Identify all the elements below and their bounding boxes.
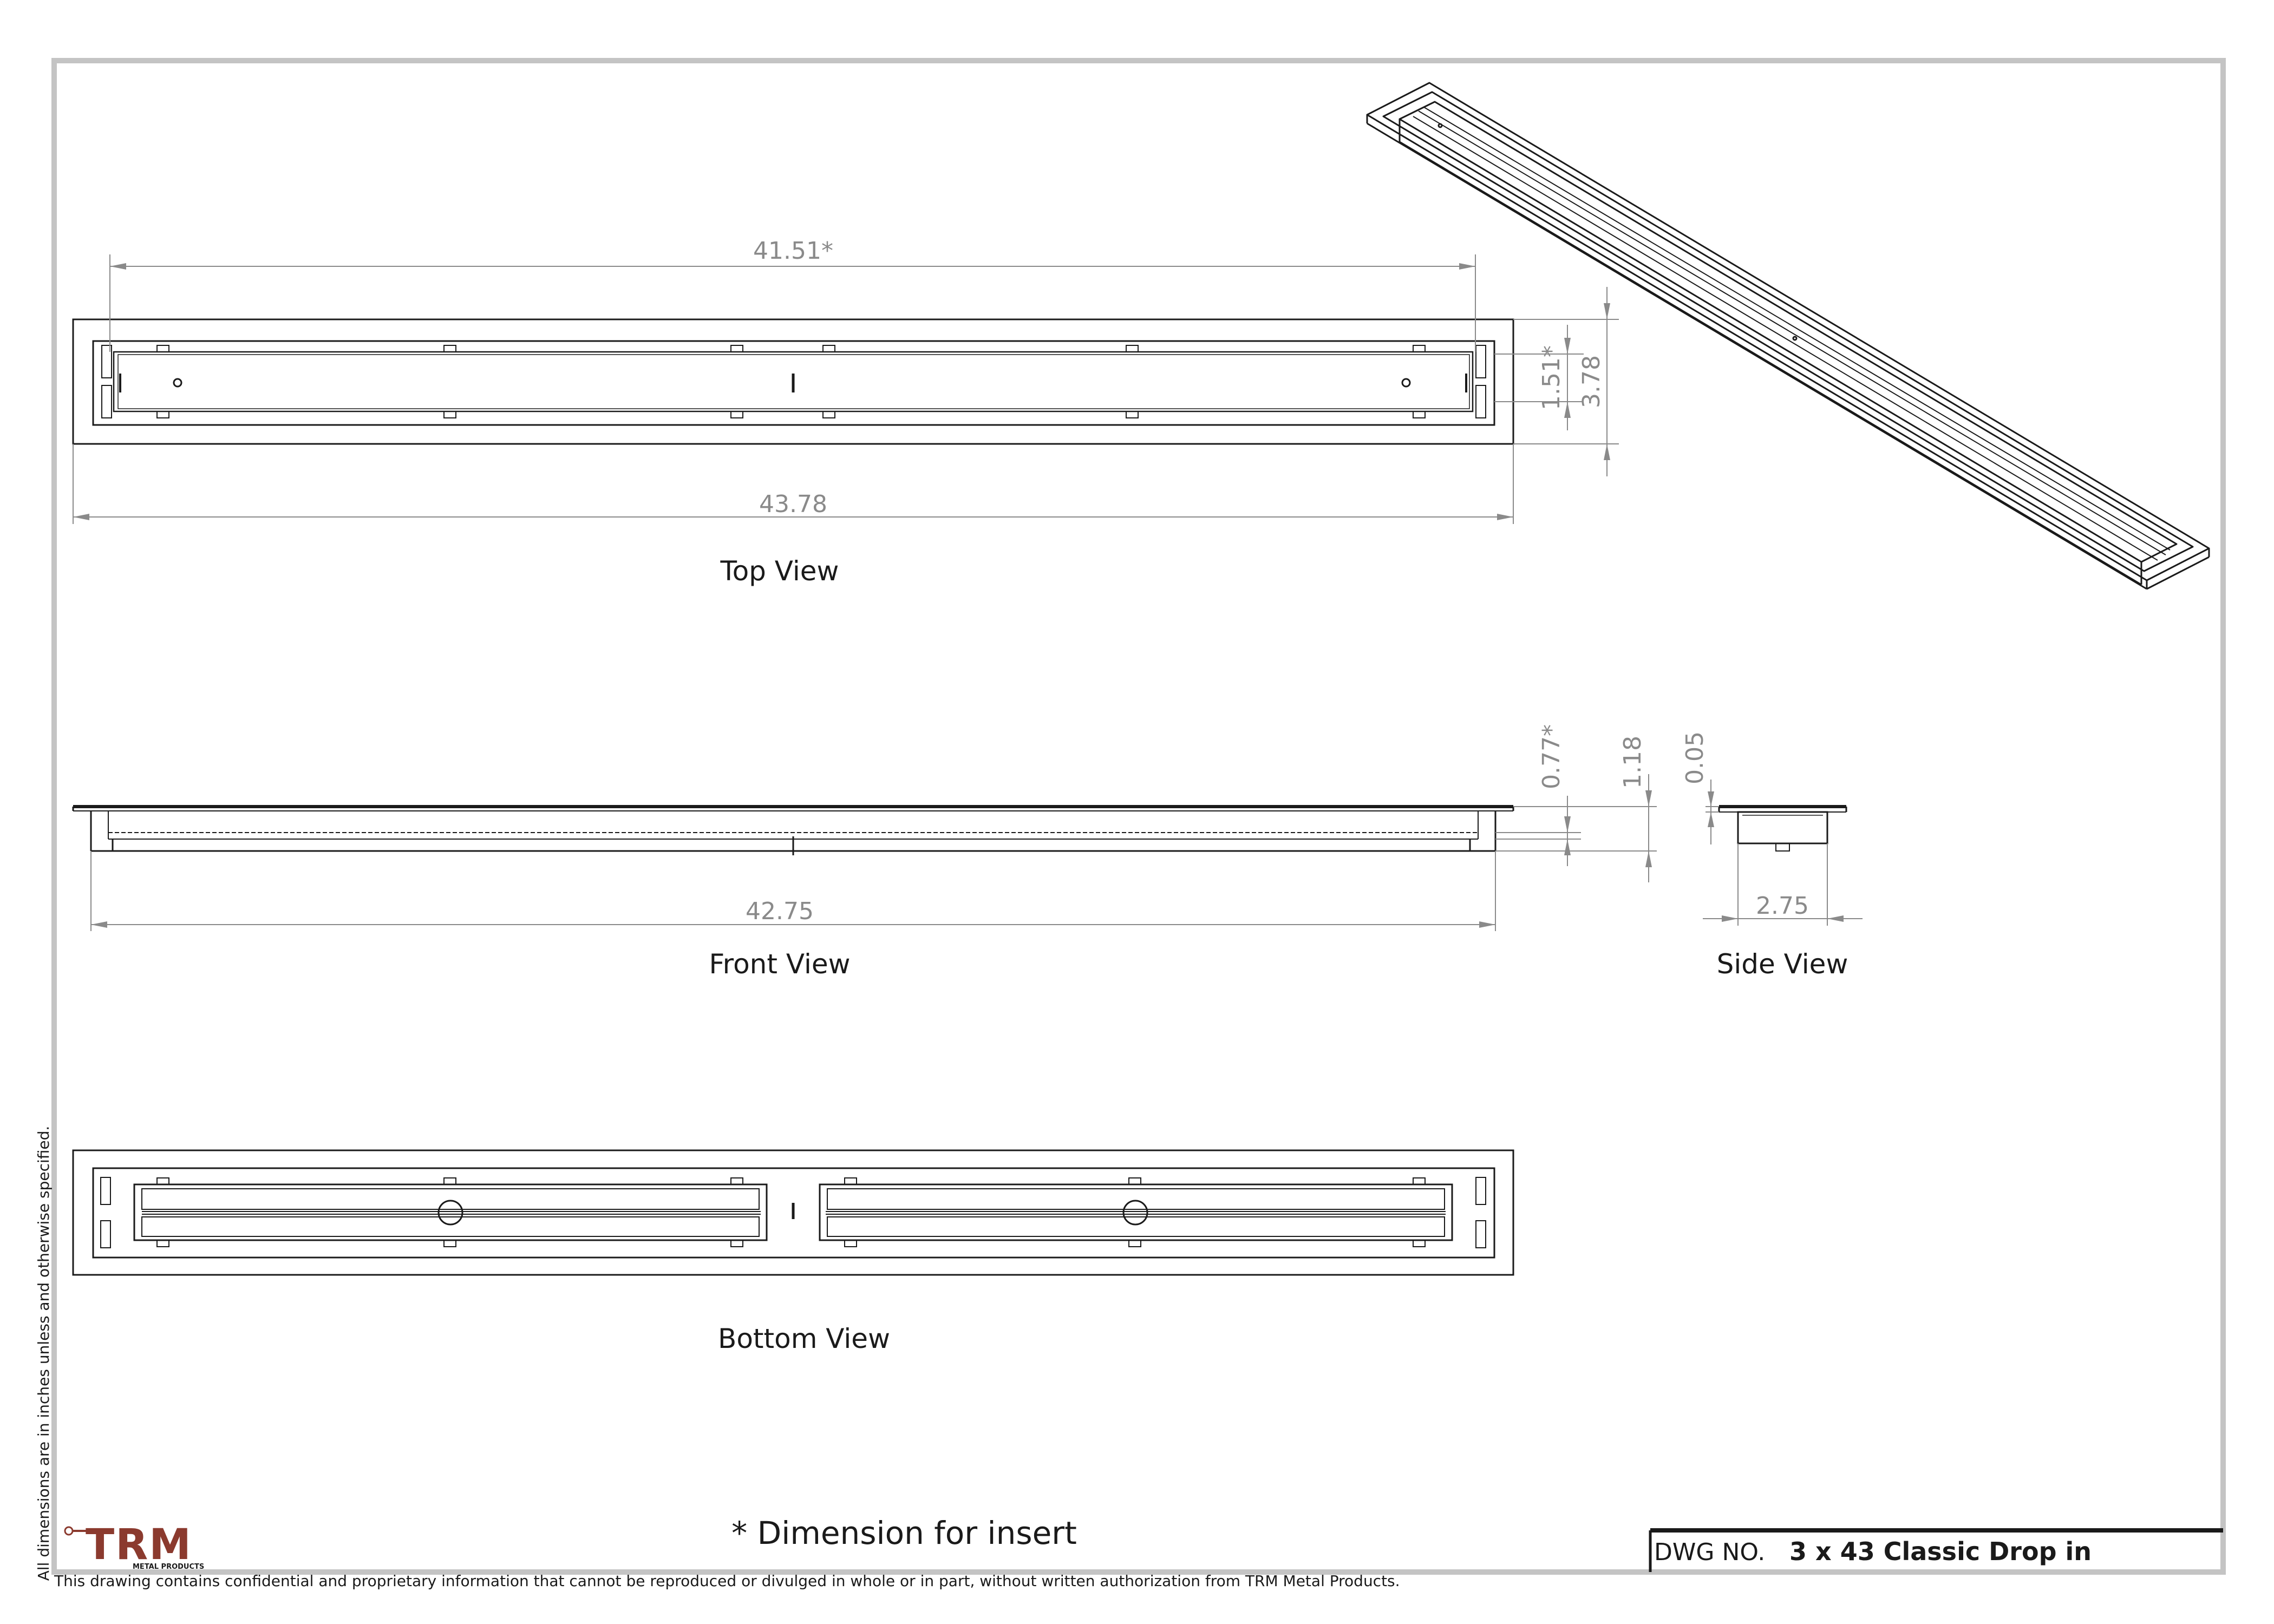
- trm-logo: TRM METAL PRODUCTS: [64, 1521, 204, 1571]
- top-view-dimensions: [73, 254, 1619, 524]
- top-view-label: Top View: [720, 555, 839, 587]
- side-width-dim: 2.75: [1756, 892, 1809, 920]
- bottom-view-label: Bottom View: [718, 1323, 890, 1354]
- front-view-dimensions: [90, 774, 1657, 931]
- front-insert-depth-dim: 0.77*: [1538, 724, 1565, 789]
- dwg-no-value: 3 x 43 Classic Drop in: [1789, 1537, 2092, 1566]
- top-overall-width-dim: 3.78: [1578, 355, 1605, 408]
- top-view: [72, 318, 1514, 445]
- logo-subtext: METAL PRODUCTS: [133, 1563, 204, 1571]
- side-view-label: Side View: [1717, 948, 1848, 980]
- sheet-border: [51, 58, 2226, 1575]
- dwg-no-label: DWG NO.: [1654, 1538, 1765, 1566]
- top-view-outer-frame: [72, 318, 1514, 445]
- logo-text: TRM: [86, 1521, 192, 1569]
- front-length-dim: 42.75: [746, 898, 814, 925]
- confidentiality-notice: This drawing contains confidential and p…: [54, 1572, 1400, 1590]
- bottom-view-outer-frame: [72, 1149, 1514, 1276]
- bottom-view: [72, 1149, 1514, 1276]
- side-view-dimensions: [1703, 780, 1863, 926]
- side-view: [1718, 805, 1847, 852]
- top-overall-length-dim: 43.78: [759, 490, 827, 518]
- title-block: DWG NO. 3 x 43 Classic Drop in: [1649, 1528, 2223, 1572]
- top-insert-length-dim: 41.51*: [753, 237, 833, 265]
- side-flange-dim: 0.05: [1681, 731, 1709, 784]
- front-view-label: Front View: [709, 948, 850, 980]
- units-note: All dimensions are in inches unless and …: [35, 1126, 53, 1581]
- front-view: [72, 805, 1514, 855]
- isometric-view: [1366, 82, 2210, 590]
- wrench-icon: [64, 1526, 74, 1536]
- front-height-dim: 1.18: [1619, 736, 1646, 789]
- top-insert-width-dim: 1.51*: [1538, 345, 1565, 410]
- insert-dimension-note: * Dimension for insert: [731, 1515, 1077, 1551]
